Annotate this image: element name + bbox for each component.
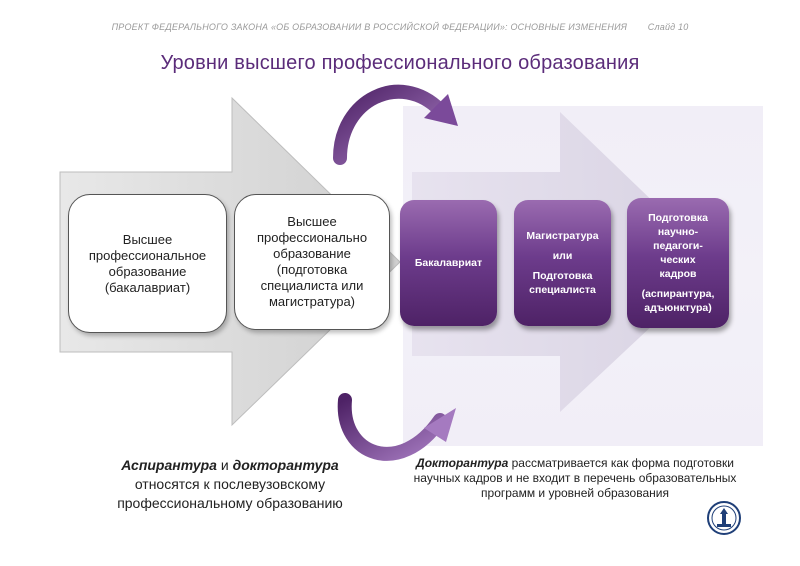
- box-line: профессиональное: [88, 247, 207, 263]
- box-line: научно-: [657, 226, 699, 238]
- box-higher-education-bachelor: Высшее профессиональное образование (бак…: [68, 194, 227, 333]
- box-line: специалиста или: [260, 278, 364, 293]
- box-line: Магистратура: [526, 230, 599, 242]
- box-line: Высшее: [287, 214, 337, 229]
- caption-term: Докторантура: [416, 456, 509, 470]
- box-line: специалиста: [529, 284, 596, 296]
- box-bachelor: Бакалавриат: [400, 200, 497, 326]
- caption-text: рассматривается как форма подготовки нау…: [413, 456, 737, 500]
- box-master-or-specialist: Магистратура или Подготовка специалиста: [514, 200, 611, 326]
- box-line: образование: [273, 246, 351, 261]
- box-line: адъюнктура): [644, 302, 712, 314]
- box-line: Высшее: [122, 231, 173, 247]
- box-line: Подготовка: [532, 270, 593, 282]
- box-line: профессионально: [256, 230, 368, 245]
- slide-number: Слайд 10: [647, 22, 689, 32]
- box-line: образование: [108, 263, 187, 279]
- header-text: ПРОЕКТ ФЕДЕРАЛЬНОГО ЗАКОНА «ОБ ОБРАЗОВАН…: [111, 22, 628, 32]
- box-research-staff-training: Подготовка научно- педагоги- ческих кадр…: [627, 198, 729, 328]
- box-line: педагоги-: [653, 240, 703, 252]
- box-line: магистратура): [268, 294, 356, 309]
- box-line: (подготовка: [276, 262, 348, 277]
- slide-header: ПРОЕКТ ФЕДЕРАЛЬНОГО ЗАКОНА «ОБ ОБРАЗОВАН…: [0, 22, 800, 32]
- box-higher-education-specialist-master: Высшее профессионально образование (подг…: [234, 194, 390, 330]
- caption-text: и: [216, 457, 233, 473]
- caption-right: Докторантура рассматривается как форма п…: [405, 456, 745, 501]
- caption-term: докторантура: [232, 457, 339, 473]
- box-line: Подготовка: [648, 212, 708, 224]
- box-line: или: [552, 250, 573, 262]
- university-emblem-icon: [707, 501, 741, 535]
- box-line: кадров: [659, 268, 697, 280]
- box-line: (аспирантура,: [641, 288, 715, 300]
- box-line: (бакалавриат): [104, 279, 191, 295]
- caption-left: Аспирантура и докторантура относятся к п…: [70, 456, 390, 513]
- box-line: Бакалавриат: [414, 257, 483, 269]
- curved-arrow-icon: [337, 393, 456, 461]
- box-line: ческих: [660, 254, 696, 266]
- page-title: Уровни высшего профессионального образов…: [160, 52, 640, 74]
- caption-term: Аспирантура: [121, 457, 217, 473]
- curved-arrow-icon: [333, 84, 458, 165]
- caption-text: относятся к послевузовскому профессионал…: [117, 476, 343, 511]
